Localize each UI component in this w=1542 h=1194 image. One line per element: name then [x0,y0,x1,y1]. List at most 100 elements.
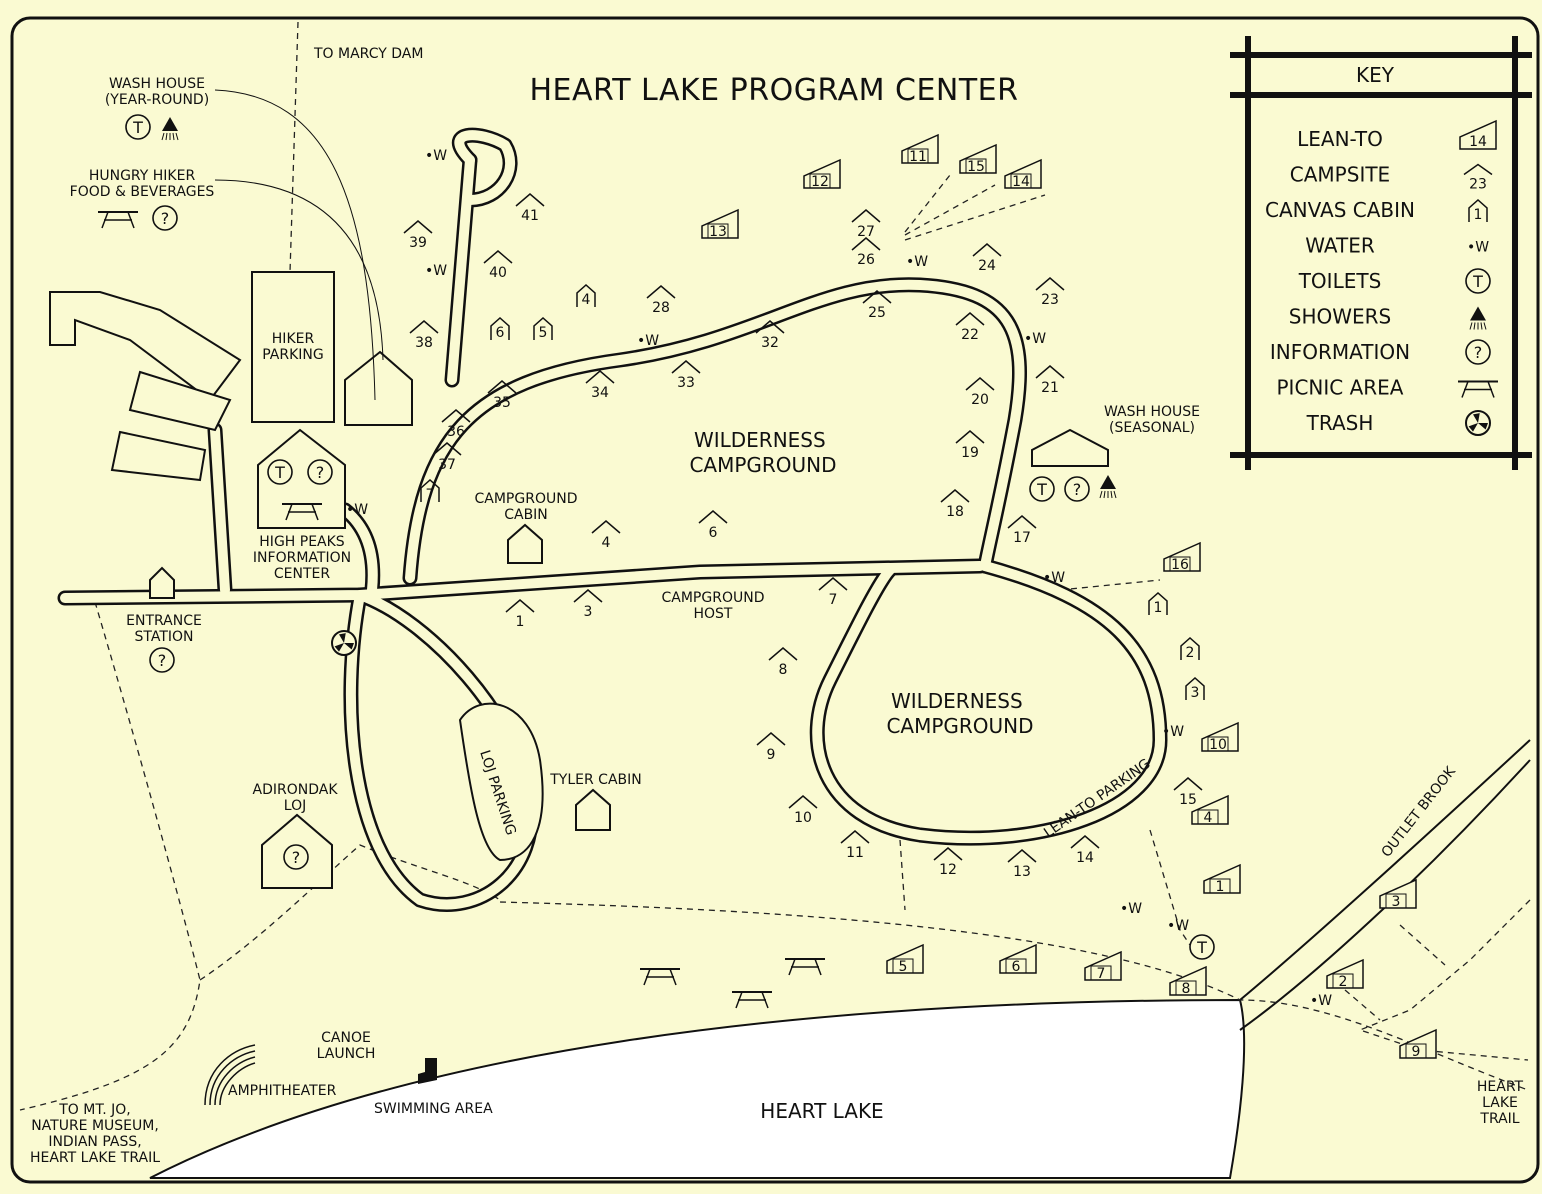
campsite-1[interactable]: 1 [505,599,535,630]
svg-text:13: 13 [1013,864,1031,880]
canvas-cabin-6[interactable]: 6 [490,316,510,341]
heart-lake-label: HEART LAKE [760,1099,883,1123]
svg-text:7: 7 [829,592,838,608]
campsite-icon [1173,777,1203,791]
campsite-37[interactable]: 37 [432,442,462,473]
campsite-icon [1007,849,1037,863]
campsite-24[interactable]: 24 [972,243,1002,274]
svg-text:WASH HOUSE(SEASONAL): WASH HOUSE(SEASONAL) [1104,404,1200,436]
lean-to-15[interactable]: 15 [959,143,997,175]
campsite-14[interactable]: 14 [1070,835,1100,866]
trash-icon [331,630,357,656]
lean-to-7[interactable]: 7 [1084,950,1122,982]
canvas-cabin-icon [1180,636,1200,660]
svg-text:14: 14 [1469,134,1487,150]
campsite-27[interactable]: 27 [851,209,881,240]
wilderness-campground-1-label: WILDERNESS CAMPGROUND [689,428,836,477]
canvas-cabin-3[interactable]: 3 [1185,676,1205,701]
map-title: HEART LAKE PROGRAM CENTER [530,73,1019,108]
svg-text:33: 33 [677,375,695,391]
svg-text:T: T [1036,480,1047,499]
svg-text:11: 11 [909,149,927,165]
water-icon: •W [346,502,368,518]
svg-text:37: 37 [438,457,456,473]
campsite-3[interactable]: 3 [573,589,603,620]
campsite-28[interactable]: 28 [646,285,676,316]
water-icon: •W [1167,918,1189,934]
lean-to-8[interactable]: 8 [1169,965,1207,997]
canvas-cabin-icon [490,316,510,340]
campsite-38[interactable]: 38 [409,320,439,351]
canvas-cabin-2[interactable]: 2 [1180,636,1200,661]
campsite-20[interactable]: 20 [965,377,995,408]
campsite-6[interactable]: 6 [698,510,728,541]
canvas-cabin-1[interactable]: 1 [1148,591,1168,616]
svg-text:14: 14 [1012,174,1030,190]
campsite-35[interactable]: 35 [487,380,517,411]
canvas-cabin-icon [1185,676,1205,700]
lean-to-14[interactable]: 14 [1004,158,1042,190]
lean-to-11[interactable]: 11 [901,133,939,165]
campsite-12[interactable]: 12 [933,847,963,878]
campsite-26[interactable]: 26 [851,237,881,268]
wash-house-year-round-building [344,350,413,426]
water-icon: •W [1467,240,1489,256]
svg-text:TO MARCY DAM: TO MARCY DAM [313,46,423,62]
lean-to-box [1385,893,1407,909]
svg-text:AMPHITHEATER: AMPHITHEATER [228,1083,337,1099]
information-icon: ? [283,844,309,870]
svg-text:19: 19 [961,445,979,461]
canvas-cabin-7[interactable]: 7 [420,478,440,503]
lean-to-6[interactable]: 6 [999,943,1037,975]
campsite-19[interactable]: 19 [955,430,985,461]
campsite-23[interactable]: 23 [1035,277,1065,308]
campsite-33[interactable]: 33 [671,360,701,391]
campsite-7[interactable]: 7 [818,577,848,608]
campsite-21[interactable]: 21 [1035,365,1065,396]
heart-lake-water [149,998,1246,1179]
svg-text:15: 15 [967,159,985,175]
roads [57,127,1168,912]
svg-text:15: 15 [1179,792,1197,808]
lean-to-5[interactable]: 5 [886,943,924,975]
water-icon: •W [1310,993,1332,1009]
campsite-11[interactable]: 11 [840,830,870,861]
trails [19,21,1531,1111]
campsite-40[interactable]: 40 [483,250,513,281]
key-item-trash: TRASH [1306,410,1491,436]
campsite-15[interactable]: 15 [1173,777,1203,808]
canvas-cabin-5[interactable]: 5 [533,316,553,341]
campsite-8[interactable]: 8 [768,647,798,678]
lean-to-12[interactable]: 12 [803,158,841,190]
campsite-4[interactable]: 4 [591,520,621,551]
svg-text:6: 6 [709,525,718,541]
lean-to-13[interactable]: 13 [701,208,739,240]
campsite-25[interactable]: 25 [862,290,892,321]
lean-to-1[interactable]: 1 [1203,863,1241,895]
lean-to-9[interactable]: 9 [1399,1028,1437,1060]
campsite-10[interactable]: 10 [788,795,818,826]
campsite-36[interactable]: 36 [441,409,471,440]
campsite-18[interactable]: 18 [940,489,970,520]
campsite-41[interactable]: 41 [515,193,545,224]
campsite-34[interactable]: 34 [585,370,615,401]
svg-text:TYLER CABIN: TYLER CABIN [549,772,642,788]
svg-text:11: 11 [846,845,864,861]
lean-to-4[interactable]: 4 [1191,794,1229,826]
svg-text:10: 10 [794,810,812,826]
campsite-icon [840,830,870,844]
campsite-9[interactable]: 9 [756,732,786,763]
svg-text:WASH HOUSE(YEAR-ROUND): WASH HOUSE(YEAR-ROUND) [105,76,209,108]
campsite-32[interactable]: 32 [755,320,785,351]
canvas-cabin-4[interactable]: 4 [576,283,596,308]
lean-to-16[interactable]: 16 [1163,541,1201,573]
campsite-39[interactable]: 39 [403,220,433,251]
lean-to-10[interactable]: 10 [1201,721,1239,753]
campsite-22[interactable]: 22 [955,312,985,343]
lean-to-2[interactable]: 2 [1326,958,1364,990]
lean-to-3[interactable]: 3 [1379,878,1417,910]
shower-icon [161,117,179,141]
campsite-13[interactable]: 13 [1007,849,1037,880]
campsite-17[interactable]: 17 [1007,515,1037,546]
